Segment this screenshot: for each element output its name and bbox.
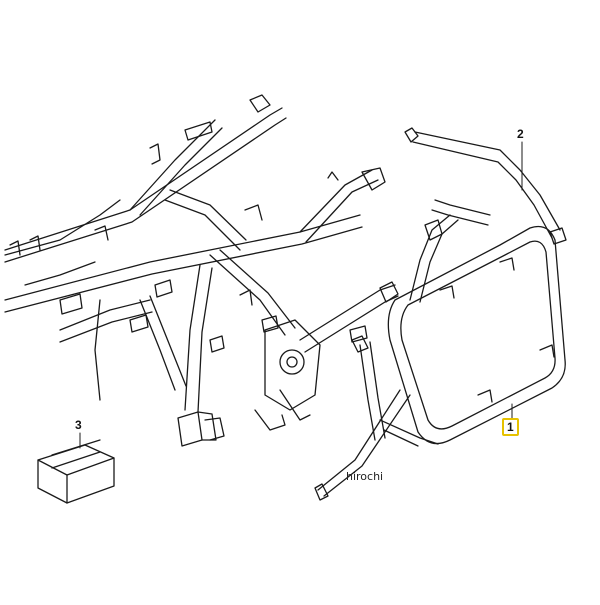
motorcycle-frame <box>4 94 399 447</box>
leader-lines <box>79 141 523 449</box>
part-3-box <box>37 439 115 504</box>
part-2-support-strut <box>404 127 567 245</box>
part-1-side-carrier-frame <box>314 214 566 501</box>
callout-label-2: 2 <box>517 127 524 141</box>
callout-label-1: 1 <box>502 418 519 436</box>
watermark-text: hirochi <box>346 470 384 483</box>
callout-label-3: 3 <box>75 418 82 432</box>
